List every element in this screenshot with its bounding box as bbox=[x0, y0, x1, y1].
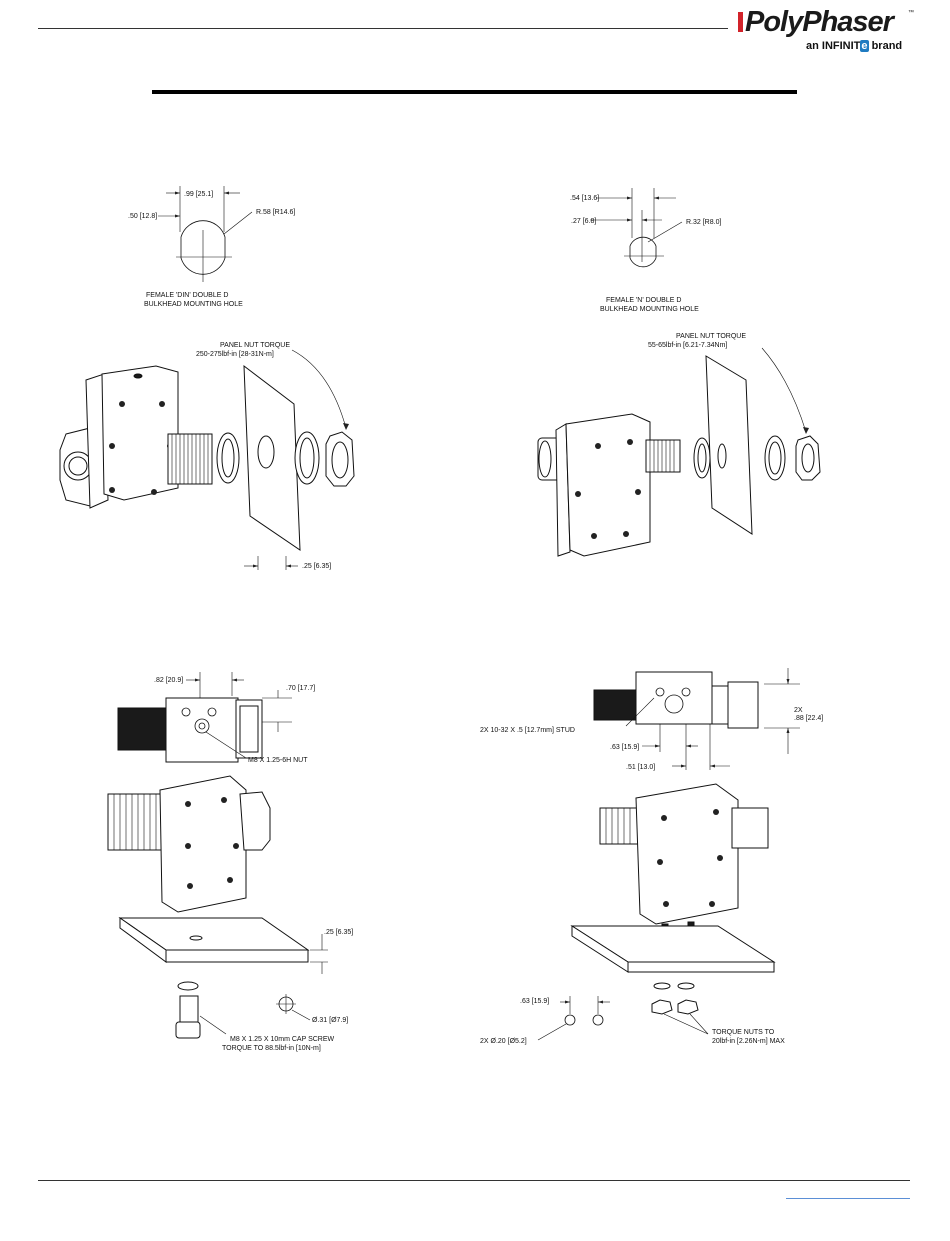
din-flange-mount-view: .82 [20.9] .70 [17.7] M8 X 1.25-6H NUT bbox=[107, 672, 353, 1052]
footer-rule bbox=[38, 1180, 910, 1181]
n-hole-spacing-dim: .63 [15.9] bbox=[520, 998, 549, 1005]
din-hole-dia-label: Ø.31 [Ø7.9] bbox=[312, 1017, 348, 1024]
din-mounting-hole-view: .99 [25.1] .50 [12.8] R.58 [R14.6] FEMAL… bbox=[128, 186, 295, 308]
din-flange-plate-thickness: .25 [6.35] bbox=[324, 929, 353, 936]
polyphaser-logo: PolyPhaser ™ an INFINITe brand bbox=[738, 6, 918, 56]
din-hole-width-dim: .99 [25.1] bbox=[184, 191, 213, 198]
logo-tagline: an INFINITe brand bbox=[806, 40, 903, 52]
din-flange-dim-b: .70 [17.7] bbox=[286, 685, 315, 692]
din-panel-thickness-dim: .25 [6.35] bbox=[302, 563, 331, 570]
n-dim-height: .88 [22.4] bbox=[794, 715, 823, 722]
n-hole-half-dim: .27 [6.8] bbox=[571, 218, 596, 225]
logo-trademark: ™ bbox=[908, 10, 914, 16]
n-bulkhead-assembly: PANEL NUT TORQUE 55-65lbf-in [6.21-7.34N… bbox=[537, 333, 821, 557]
n-hole-width-dim: .54 [13.6] bbox=[570, 195, 599, 202]
n-flange-mount-view: 2X 10-32 X .5 [12.7mm] STUD 2X .88 [22.4… bbox=[480, 668, 823, 1045]
din-screw-label-1: M8 X 1.25 X 10mm CAP SCREW bbox=[230, 1036, 335, 1043]
footer-link-underline bbox=[786, 1198, 910, 1199]
title-rule bbox=[152, 90, 797, 94]
n-dim-a: .63 [15.9] bbox=[610, 744, 639, 751]
n-dim-b: .51 [13.0] bbox=[626, 764, 655, 771]
n-mounting-hole-view: .54 [13.6] .27 [6.8] R.32 [R8.0] FEMALE … bbox=[570, 188, 721, 313]
n-torque-label-2: 55-65lbf-in [6.21-7.34Nm] bbox=[648, 342, 727, 349]
din-screw-label-2: TORQUE TO 88.5lbf-in [10N-m] bbox=[222, 1045, 321, 1052]
din-nut-label: M8 X 1.25-6H NUT bbox=[248, 757, 308, 764]
din-torque-label-2: 250-275lbf-in [28-31N-m] bbox=[196, 351, 274, 358]
din-torque-label-1: PANEL NUT TORQUE bbox=[220, 342, 290, 349]
n-stud-label: 2X 10-32 X .5 [12.7mm] STUD bbox=[480, 727, 575, 734]
din-hole-half-dim: .50 [12.8] bbox=[128, 213, 157, 220]
n-torque-nuts-label-2: 20lbf-in [2.26N-m] MAX bbox=[712, 1038, 785, 1045]
logo-mark bbox=[738, 12, 743, 32]
n-torque-label-1: PANEL NUT TORQUE bbox=[676, 333, 746, 340]
logo-text: PolyPhaser bbox=[745, 6, 894, 38]
din-bulkhead-assembly: PANEL NUT TORQUE 250-275lbf-in [28-31N-m… bbox=[59, 342, 355, 570]
din-hole-caption-2: BULKHEAD MOUNTING HOLE bbox=[144, 301, 243, 308]
din-hole-caption-1: FEMALE 'DIN' DOUBLE D bbox=[146, 292, 228, 299]
n-torque-nuts-label-1: TORQUE NUTS TO bbox=[712, 1029, 775, 1036]
din-hole-radius-dim: R.58 [R14.6] bbox=[256, 209, 295, 216]
n-dim-2x: 2X bbox=[794, 707, 803, 714]
header-rule bbox=[38, 28, 728, 29]
n-hole-dia-label: 2X Ø.20 [Ø5.2] bbox=[480, 1038, 527, 1045]
din-flange-dim-a: .82 [20.9] bbox=[154, 677, 183, 684]
n-hole-caption-1: FEMALE 'N' DOUBLE D bbox=[606, 297, 681, 304]
n-hole-radius-dim: R.32 [R8.0] bbox=[686, 219, 721, 226]
n-hole-caption-2: BULKHEAD MOUNTING HOLE bbox=[600, 306, 699, 313]
